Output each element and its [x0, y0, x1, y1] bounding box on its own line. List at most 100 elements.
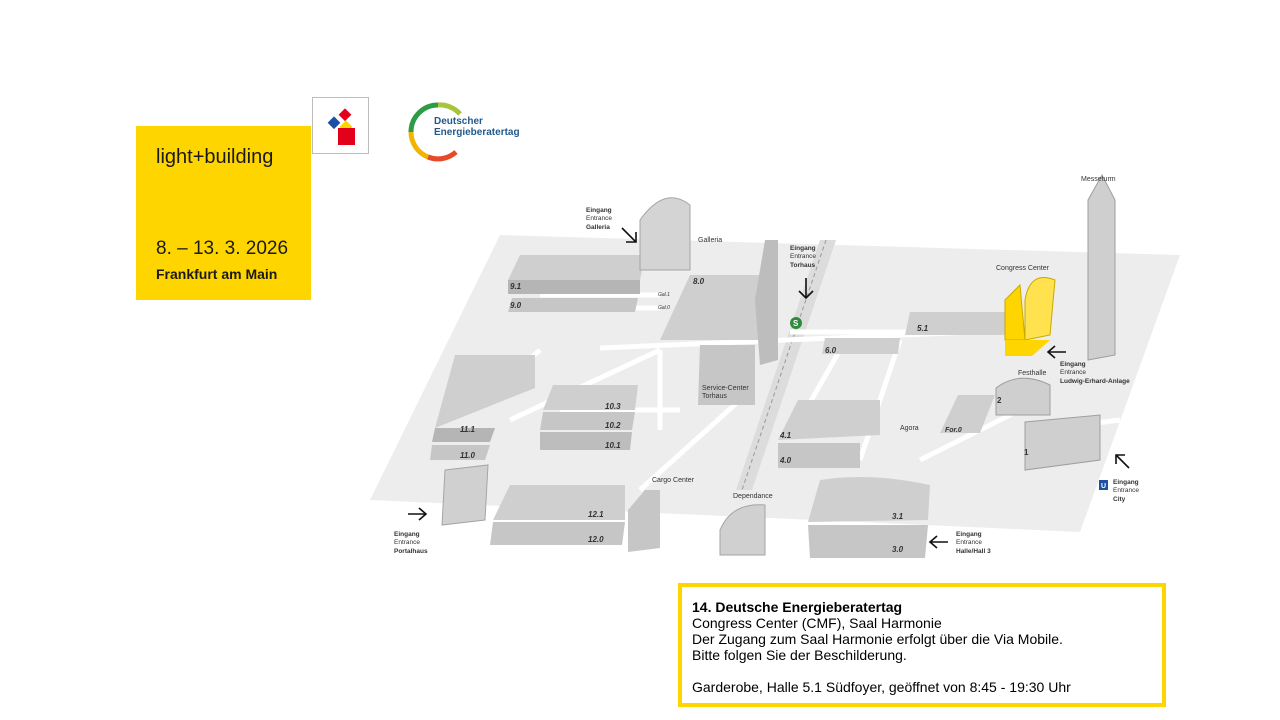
messe-squares-icon — [327, 108, 355, 145]
hall-6-0 — [822, 338, 900, 354]
hall-4-1-label: 4.1 — [779, 431, 792, 440]
hall-10-1 — [540, 432, 632, 450]
service-center-building — [698, 345, 755, 405]
entrance-labels: Eingang Entrance Galleria Eingang Entran… — [394, 207, 1139, 555]
festhalle-building — [995, 377, 1051, 416]
hall-11-1-label: 11.1 — [460, 425, 476, 434]
hall-9-0 — [508, 298, 638, 312]
congress-center-label: Congress Center — [996, 265, 1050, 272]
railway-track — [741, 239, 827, 491]
ludwig-entrance-entrance: Entrance — [1060, 369, 1086, 376]
festhalle-label: Festhalle — [1018, 370, 1047, 377]
fairground-map: 9.1 9.0 Galleria Gal.1 Gal.0 8.0 S Servi… — [370, 173, 1180, 558]
cargo-center-building — [628, 490, 660, 552]
hall-9-1-label: 9.1 — [510, 282, 522, 291]
portalhaus-entrance-eingang: Eingang — [394, 531, 420, 538]
galleria-entrance-eingang: Eingang — [586, 207, 612, 214]
info-access: Der Zugang zum Saal Harmonie erfolgt übe… — [692, 631, 1063, 647]
hall-12-1-label: 12.1 — [588, 510, 604, 519]
torhaus-label: Torhaus — [702, 393, 727, 400]
dependance-building — [719, 504, 766, 556]
hall-11-1 — [435, 355, 535, 428]
energy-ring-icon — [408, 102, 462, 162]
portalhaus-entrance-entrance: Entrance — [394, 539, 420, 546]
cargo-center-label: Cargo Center — [652, 477, 695, 484]
arrow-portalhaus-icon — [408, 507, 428, 521]
u-bahn-symbol: U — [1101, 483, 1106, 490]
hall-3-1 — [808, 476, 930, 522]
info-cloakroom: Garderobe, Halle 5.1 Südfoyer, geöffnet … — [692, 679, 1071, 695]
ludwig-entrance-name: Ludwig-Erhard-Anlage — [1060, 378, 1130, 385]
arrow-torhaus-icon — [798, 278, 814, 300]
hall-4-0-label: 4.0 — [779, 456, 792, 465]
hall-10-2-label: 10.2 — [605, 421, 621, 430]
info-signage: Bitte folgen Sie der Beschilderung. — [692, 647, 907, 663]
event-info-box: 14. Deutsche Energieberatertag Congress … — [678, 583, 1166, 707]
hall3-entrance-entrance: Entrance — [956, 539, 982, 546]
messeturm-label: Messeturm — [1081, 176, 1116, 183]
hall-10-3-label: 10.3 — [605, 402, 621, 411]
ludwig-entrance-eingang: Eingang — [1060, 361, 1086, 368]
s-bahn-symbol: S — [793, 319, 799, 328]
arrow-city-icon — [1115, 454, 1130, 469]
hall-6-0-label: 6.0 — [825, 346, 837, 355]
hall-12-0 — [490, 522, 625, 545]
partner-line-2: Energieberatertag — [434, 127, 520, 138]
entrance-arrows — [408, 227, 1130, 549]
torhaus-entrance-name: Torhaus — [790, 262, 816, 269]
city-entrance-entrance: Entrance — [1113, 487, 1139, 494]
energieberatertag-wordmark: Deutscher Energieberatertag — [434, 116, 520, 138]
energieberatertag-logo — [398, 92, 538, 170]
hall3-entrance-name: Halle/Hall 3 — [956, 548, 991, 555]
hall3-entrance-eingang: Eingang — [956, 531, 982, 538]
hall-12-0-label: 12.0 — [588, 535, 604, 544]
hall-11-0-label: 11.0 — [460, 451, 476, 460]
partner-line-1: Deutscher — [434, 116, 483, 127]
hall-12-1 — [493, 485, 625, 520]
messeturm-tower — [1087, 173, 1116, 361]
forum-building — [940, 395, 995, 433]
hall-9-0-label: 9.0 — [510, 301, 522, 310]
info-location: Congress Center (CMF), Saal Harmonie — [692, 615, 942, 631]
hall-1-label: 1 — [1024, 448, 1029, 457]
torhaus-entrance-eingang: Eingang — [790, 245, 816, 252]
portalhaus-entrance-name: Portalhaus — [394, 548, 428, 555]
info-title: 14. Deutsche Energieberatertag — [692, 599, 903, 615]
light-building-brand-box: light+building 8. – 13. 3. 2026 Frankfur… — [136, 126, 311, 300]
messe-frankfurt-logo — [312, 97, 369, 154]
hall-3-1-label: 3.1 — [892, 512, 904, 521]
galleria-label: Galleria — [698, 237, 722, 244]
torhaus-tower — [755, 240, 778, 365]
hall-10-2 — [540, 412, 635, 430]
hall-8-0-label: 8.0 — [693, 277, 705, 286]
arrow-hall3-icon — [928, 535, 948, 549]
arrow-galleria-icon — [621, 227, 637, 243]
hall-11-0 — [430, 445, 490, 460]
brand-name: light+building — [156, 146, 274, 168]
railway-band — [736, 240, 836, 490]
hall-8-0 — [660, 275, 765, 340]
galleria-entrance-entrance: Entrance — [586, 215, 612, 222]
hall-5-1-label: 5.1 — [917, 324, 929, 333]
event-dates: 8. – 13. 3. 2026 — [156, 238, 289, 259]
hall-4-0 — [778, 443, 860, 468]
hall-1-building — [1024, 414, 1101, 471]
hall-5-1 — [905, 312, 1005, 335]
torhaus-entrance-entrance: Entrance — [790, 253, 816, 260]
arrow-ludwig-icon — [1046, 345, 1066, 359]
forum-label: For.0 — [945, 427, 962, 434]
hall-10-1-label: 10.1 — [605, 441, 621, 450]
hall-10-3 — [543, 385, 638, 410]
service-center-label: Service-Center — [702, 385, 749, 392]
event-city: Frankfurt am Main — [156, 266, 278, 282]
city-entrance-eingang: Eingang — [1113, 479, 1139, 486]
gal-1-label: Gal.1 — [658, 292, 670, 298]
hall-4-1 — [778, 400, 880, 440]
hall-3-0-label: 3.0 — [892, 545, 904, 554]
portalhaus-building — [441, 464, 489, 526]
city-entrance-name: City — [1113, 496, 1126, 503]
s-bahn-icon — [790, 317, 802, 329]
gal-0-label: Gal.0 — [658, 305, 670, 311]
agora-label: Agora — [900, 425, 919, 432]
hall-3-0 — [808, 525, 928, 558]
